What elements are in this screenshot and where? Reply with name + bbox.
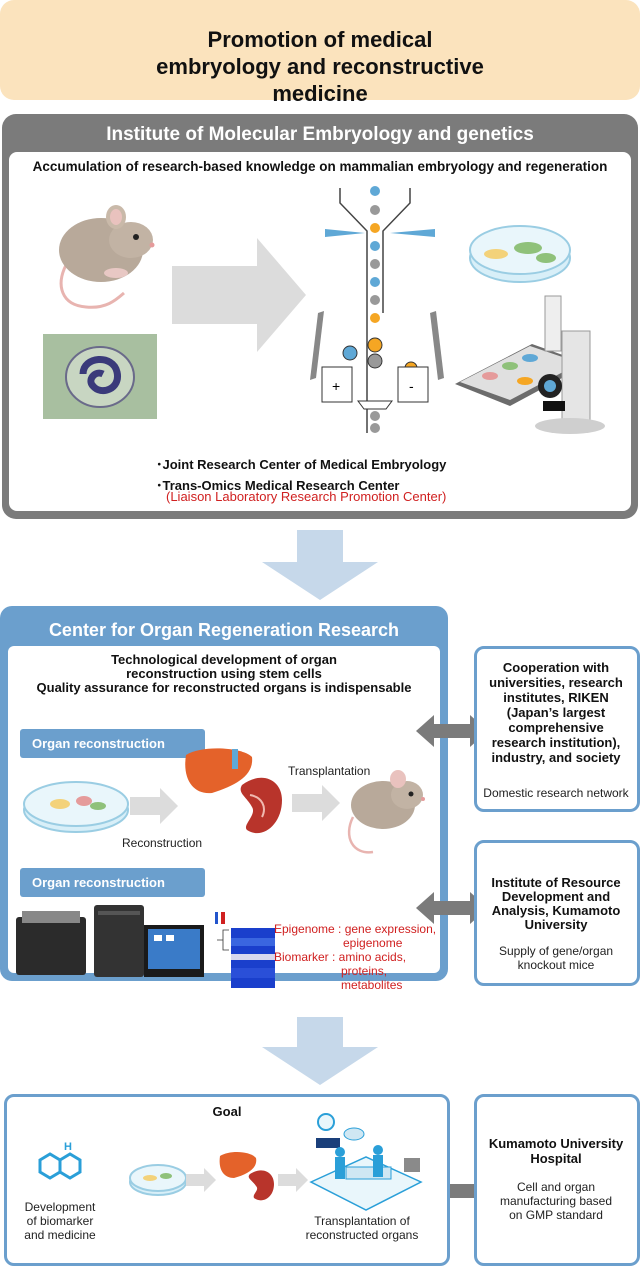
arrow-down-icon [262,530,378,600]
epigenome-label-2: epigenome [343,936,403,950]
microscope-icon [455,295,605,434]
arrow-right-icon [172,238,306,352]
petri-dish-icon [469,225,571,283]
institute-subheading: Accumulation of research-based knowledge… [32,159,608,174]
center-description: Technological development of organ recon… [8,653,440,695]
petri-dish-center-icon [23,781,129,833]
hospital-title: Kumamoto University Hospital [488,1136,624,1166]
bullet-joint-research: ･Joint Research Center of Medical Embryo… [156,457,447,472]
liver-kidney-icon [185,748,282,834]
center-desc-line1: Technological development of organ [111,652,337,667]
organs-goal-icon [219,1152,274,1201]
goal-heading: Goal [212,1104,242,1119]
operating-room-icon [309,1113,423,1211]
mouse-illustration [59,205,155,309]
hospital-note: Cell and organ manufacturing based on GM… [499,1180,613,1222]
liaison-label: (Liaison Laboratory Research Promotion C… [166,489,447,504]
resource-note: Supply of gene/organ knockout mice [498,944,614,972]
arrow-right-goal-icon-1 [186,1168,216,1192]
cell-sorter-diagram: + - [310,186,444,433]
heatmap-icon [215,912,275,988]
epigenome-label: Epigenome : gene expression, [274,922,437,936]
transplant-organs-label: Transplantation of reconstructed organs [305,1214,419,1242]
cooperation-note: Domestic research network [483,786,629,800]
page-title-text: Promotion of medical embryology and reco… [156,27,484,106]
arrow-right-goal-icon-2 [278,1168,308,1192]
center-desc-line3: Quality assurance for reconstructed orga… [36,680,412,695]
omics-labels: Epigenome : gene expression, epigenome B… [274,922,436,992]
hospital-box [474,1094,640,1266]
bullet-trans-omics: ･Trans-Omics Medical Research Center [156,478,400,493]
arrow-right-small-icon [130,788,178,824]
arrow-right-small-icon-2 [292,785,340,821]
cooperation-title: Cooperation with universities, research … [489,660,623,765]
transplantation-label: Transplantation [288,764,371,778]
svg-text:+: + [332,378,340,394]
double-arrow-icon-1 [416,715,488,747]
svg-text:-: - [409,378,414,394]
resource-box [474,840,640,986]
petri-dish-goal-icon [129,1164,187,1196]
arrow-down-icon-2 [262,1017,378,1085]
mouse-small-illustration [347,770,425,854]
reconstruction-label: Reconstruction [122,836,203,850]
center-desc-line2: reconstruction using stem cells [126,666,322,681]
double-arrow-icon-2 [416,892,488,924]
biomarker-label: Biomarker : amino acids, [274,950,407,964]
center-heading: Center for Organ Regeneration Research [48,620,400,640]
biomarker-label-2: proteins, [341,964,388,978]
biomarker-development: Development of biomarker and medicine [24,1200,96,1242]
biomarker-label-3: metabolites [341,978,403,992]
embryo-icon [65,346,135,408]
tag-organ-reconstruction-2: Organ reconstruction [20,868,205,897]
cooperation-box [474,646,640,812]
sequencer-machines-icon [16,905,204,977]
page-title: Promotion of medical embryology and reco… [0,26,640,107]
svg-text:H: H [64,1141,72,1153]
title-banner [0,0,640,100]
resource-title: Institute of Resource Development and An… [491,875,621,932]
tag-organ-reconstruction-1: Organ reconstruction [20,729,205,758]
molecule-icon: H [38,1141,82,1180]
institute-heading: Institute of Molecular Embryology and ge… [106,124,534,145]
